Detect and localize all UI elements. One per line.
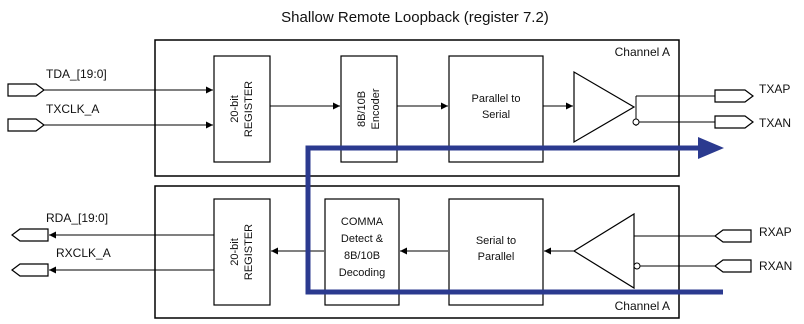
tda-pin	[7, 83, 45, 97]
deserializer-block	[448, 198, 544, 306]
rx-channel-label: Channel A	[615, 299, 670, 313]
decoder-label-4: Decoding	[339, 267, 385, 279]
decoder-label-3: 8B/10B	[344, 250, 380, 262]
serializer-label-2: Serial	[482, 109, 510, 121]
decoder-label-2: Detect &	[341, 233, 384, 245]
tx-driver-icon	[573, 70, 636, 144]
rx-register-label-2: REGISTER	[243, 224, 255, 280]
diagram-title: Shallow Remote Loopback (register 7.2)	[281, 9, 549, 26]
rx-register-block	[213, 198, 271, 306]
rx-inversion-bubble	[633, 262, 641, 270]
rda-label: RDA_[19:0]	[46, 211, 108, 225]
rxap-label: RXAP	[759, 225, 792, 239]
rx-register-label-1: 20-bit	[229, 238, 241, 266]
txclk-label: TXCLK_A	[46, 102, 99, 116]
tx-register-label-1: 20-bit	[229, 95, 241, 123]
encoder-label-2: Encoder	[370, 88, 382, 129]
rxan-pin	[714, 259, 752, 273]
rxclk-pin	[11, 263, 49, 277]
txap-label: TXAP	[759, 82, 790, 96]
txap-pin	[714, 89, 754, 103]
deserializer-label-2: Parallel	[478, 251, 515, 263]
encoder-label-1: 8B/10B	[356, 91, 368, 127]
deserializer-label-1: Serial to	[476, 235, 516, 247]
decoder-block	[324, 198, 400, 306]
tx-channel-box	[154, 39, 680, 177]
rx-receiver-icon	[572, 212, 635, 290]
tx-register-label-2: REGISTER	[243, 81, 255, 137]
tx-register-block	[213, 55, 271, 163]
rxan-label: RXAN	[759, 259, 792, 273]
rda-pin	[11, 228, 49, 242]
loopback-arrowhead	[698, 137, 724, 159]
tx-inversion-bubble	[632, 118, 640, 126]
decoder-label-1: COMMA	[341, 216, 384, 228]
txclk-pin	[7, 118, 45, 132]
serializer-label-1: Parallel to	[472, 93, 521, 105]
serializer-block	[448, 55, 544, 163]
tda-label: TDA_[19:0]	[46, 67, 107, 81]
rxclk-label: RXCLK_A	[56, 246, 111, 260]
loopback-path	[305, 145, 723, 295]
rx-channel-box	[154, 185, 680, 319]
encoder-block	[340, 55, 398, 163]
txan-label: TXAN	[759, 116, 791, 130]
tx-channel-label: Channel A	[615, 45, 670, 59]
txan-pin	[714, 115, 754, 129]
rxap-pin	[714, 229, 752, 243]
